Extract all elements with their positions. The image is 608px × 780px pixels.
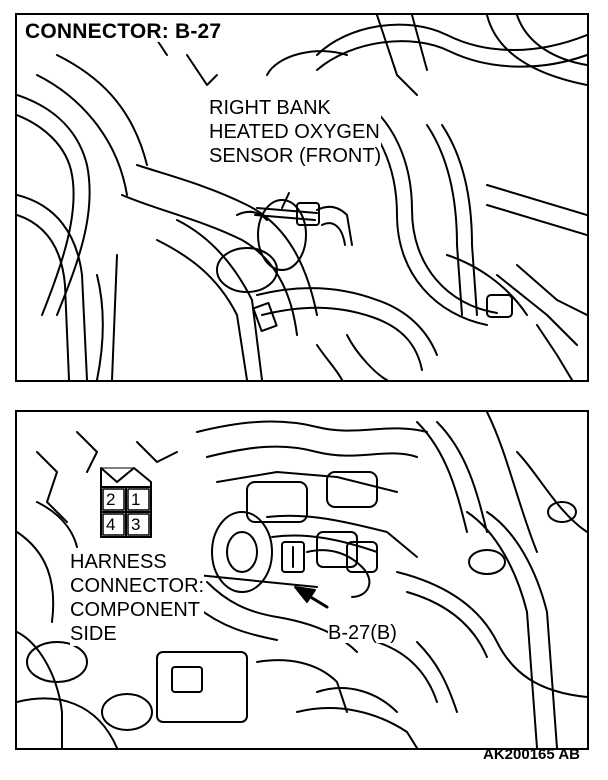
pin-number: 2 bbox=[106, 490, 116, 509]
page-title: CONNECTOR: B-27 bbox=[25, 20, 222, 43]
harness-label-line-2: CONNECTOR: bbox=[70, 575, 205, 597]
engine-view-top-panel: CONNECTOR: B-27 RIGHT BANK HEATED OXYGEN… bbox=[15, 13, 589, 382]
connector-id-label: B-27(B) bbox=[328, 622, 397, 644]
engine-view-bottom-panel: 2 1 4 3 HARNESS CONNECTOR: COMPONENT SID… bbox=[15, 410, 589, 750]
sensor-label-line-3: SENSOR (FRONT) bbox=[209, 145, 382, 167]
harness-label-line-1: HARNESS bbox=[70, 551, 167, 573]
harness-label-line-4: SIDE bbox=[70, 623, 117, 645]
pin-number: 1 bbox=[131, 490, 141, 509]
figure-id: AK200165 AB bbox=[483, 746, 580, 763]
sensor-label: RIGHT BANK HEATED OXYGEN SENSOR (FRONT) bbox=[209, 96, 382, 168]
engine-line-art-top bbox=[17, 15, 587, 380]
engine-line-art-bottom bbox=[17, 412, 587, 748]
harness-label-line-3: COMPONENT bbox=[70, 599, 200, 621]
connector-pin-diagram bbox=[100, 467, 152, 538]
sensor-label-line-1: RIGHT BANK bbox=[209, 97, 331, 119]
pin-number: 4 bbox=[106, 515, 116, 534]
harness-connector-label: HARNESS CONNECTOR: COMPONENT SIDE bbox=[70, 550, 205, 646]
sensor-label-line-2: HEATED OXYGEN bbox=[209, 121, 380, 143]
pin-number: 3 bbox=[131, 515, 141, 534]
